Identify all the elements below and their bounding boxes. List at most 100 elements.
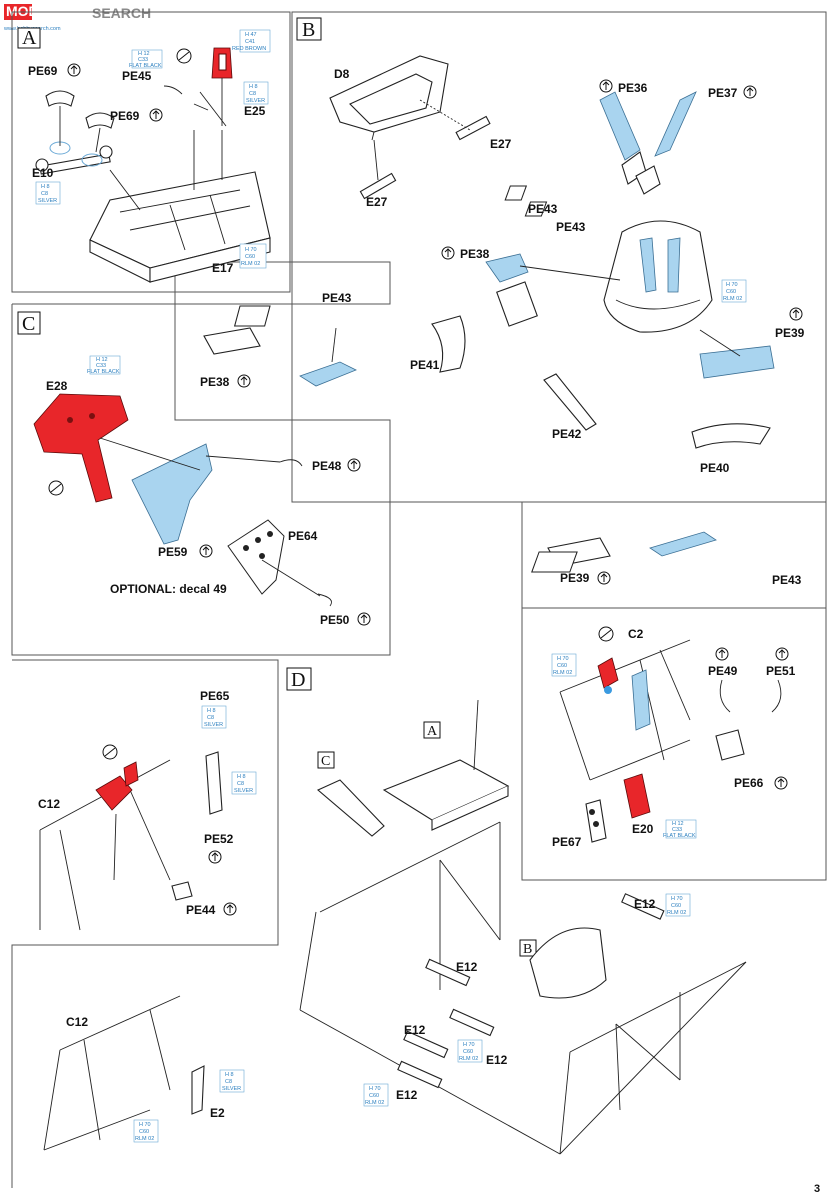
svg-text:SILVER: SILVER [38, 198, 57, 204]
svg-text:C8: C8 [225, 1079, 232, 1085]
paint-circle-icon [598, 626, 614, 642]
label-a-pe69b: PE69 [110, 109, 140, 123]
photo-etch-arrow-icon [774, 776, 788, 790]
part-pe69-left [45, 90, 75, 107]
svg-text:C60: C60 [463, 1049, 473, 1055]
svg-text:C33: C33 [96, 363, 106, 369]
label-b-e27b: E27 [366, 195, 388, 209]
svg-text:C41: C41 [245, 39, 255, 45]
svg-text:RLM 02: RLM 02 [135, 1136, 154, 1142]
callout-c-black: H 12 C33 FLAT BLACK [87, 355, 121, 375]
photo-etch-arrow-icon [199, 544, 213, 558]
callout-d-e12c: H 70 C60 RLM 02 [363, 1083, 389, 1107]
callout-a-rlm: H 70 C60 RLM 02 [239, 243, 267, 269]
label-inset-pe43: PE43 [322, 291, 352, 305]
label-d-c2: C2 [628, 627, 644, 641]
paint-circle-icon [176, 48, 192, 64]
label-a-pe69a: PE69 [28, 64, 58, 78]
sub-label-c: C [321, 754, 330, 769]
part-e27-b [359, 172, 397, 200]
callout-d-e20: H 12 C33 FLAT BLACK [663, 819, 697, 839]
section-d-main: D A C B [286, 667, 747, 1155]
section-c: C E28 PE48 PE59 PE64 PE50 OPTIONAL: deca… [17, 311, 371, 627]
svg-text:C60: C60 [671, 903, 681, 909]
svg-text:SILVER: SILVER [246, 98, 265, 104]
label-d-e12d: E12 [486, 1053, 508, 1067]
frame-lines [11, 11, 827, 1188]
svg-text:RLM 02: RLM 02 [723, 296, 742, 302]
photo-etch-arrow-icon [599, 79, 613, 93]
svg-text:H 12: H 12 [96, 357, 108, 363]
photo-etch-arrow-icon [441, 246, 455, 260]
label-b-pe43a: PE43 [528, 202, 558, 216]
svg-text:RED BROWN: RED BROWN [232, 46, 266, 52]
photo-etch-arrow-icon [67, 63, 81, 77]
section-d-detail-right: C2 PE49 PE51 PE66 PE67 E20 H 70 C60 RLM … [551, 626, 796, 849]
section-b: B [296, 17, 805, 475]
label-d-e12b: E12 [456, 960, 478, 974]
svg-text:C8: C8 [41, 191, 48, 197]
label-b-pe36: PE36 [618, 81, 648, 95]
label-c-optional: OPTIONAL: decal 49 [110, 582, 227, 596]
svg-text:C8: C8 [207, 715, 214, 721]
label-inset-pe43b: PE43 [772, 573, 802, 587]
svg-text:C60: C60 [557, 663, 567, 669]
label-b-pe40: PE40 [700, 461, 730, 475]
svg-text:C8: C8 [249, 91, 256, 97]
part-pe40 [691, 423, 771, 449]
svg-text:H 8: H 8 [41, 184, 50, 190]
section-d-detail-bottom-left: C12 E2 H 70 C60 RLM 02 H 8 C8 SILVER [43, 995, 245, 1151]
svg-text:SILVER: SILVER [204, 722, 223, 728]
svg-text:C60: C60 [726, 289, 736, 295]
part-pe48 [279, 459, 303, 467]
svg-text:H 70: H 70 [463, 1042, 475, 1048]
label-b-pe37: PE37 [708, 86, 738, 100]
label-b-pe39: PE39 [775, 326, 805, 340]
svg-text:C60: C60 [245, 254, 255, 260]
part-pe41 [431, 315, 466, 373]
svg-text:SILVER: SILVER [222, 1086, 241, 1092]
label-b-e27a: E27 [490, 137, 512, 151]
label-d-e2: E2 [210, 1106, 225, 1120]
part-pe50 [317, 593, 332, 607]
label-b-pe38: PE38 [460, 247, 490, 261]
section-d-badge [286, 667, 312, 691]
part-pe42 [543, 373, 597, 431]
part-pe39 [699, 345, 775, 379]
svg-text:C33: C33 [672, 827, 682, 833]
part-e17-floor [89, 171, 271, 283]
callout-d-e12b: H 70 C60 RLM 02 [457, 1039, 483, 1063]
photo-etch-arrow-icon [223, 902, 237, 916]
photo-etch-arrow-icon [237, 374, 251, 388]
svg-text:H 12: H 12 [672, 821, 684, 827]
svg-text:FLAT BLACK: FLAT BLACK [663, 833, 696, 839]
label-d-pe66: PE66 [734, 776, 764, 790]
label-c-pe59: PE59 [158, 545, 188, 559]
section-b-letter: B [302, 19, 315, 41]
svg-text:RLM 02: RLM 02 [459, 1056, 478, 1062]
svg-text:RLM 02: RLM 02 [241, 261, 260, 267]
callout-a-pe45: H 12 C33 FLAT BLACK [129, 49, 163, 69]
label-d-e12e: E12 [396, 1088, 418, 1102]
label-b-d8: D8 [334, 67, 350, 81]
svg-text:RLM 02: RLM 02 [553, 670, 572, 676]
part-e27-a [455, 115, 491, 141]
label-c-e28: E28 [46, 379, 68, 393]
svg-text:H 70: H 70 [369, 1086, 381, 1092]
section-a-badge [17, 27, 41, 49]
part-pe64-panel [227, 519, 285, 595]
callout-d-pe65: H 8 C8 SILVER [201, 705, 227, 729]
callout-a-silver1: H 8 C8 SILVER [243, 81, 269, 105]
part-d8-seat [329, 55, 449, 141]
part-pe43-pad-a [504, 185, 528, 201]
callout-a-e25: H 47 C41 RED BROWN [232, 29, 271, 53]
watermark-brand: SEARCH [92, 5, 151, 21]
svg-text:SILVER: SILVER [234, 788, 253, 794]
photo-etch-arrow-icon [149, 108, 163, 122]
label-d-e12a: E12 [634, 897, 656, 911]
paint-circle-icon [102, 744, 118, 760]
label-a-pe45: PE45 [122, 69, 152, 83]
label-d-pe65: PE65 [200, 689, 230, 703]
callout-d-c2: H 70 C60 RLM 02 [551, 653, 577, 677]
